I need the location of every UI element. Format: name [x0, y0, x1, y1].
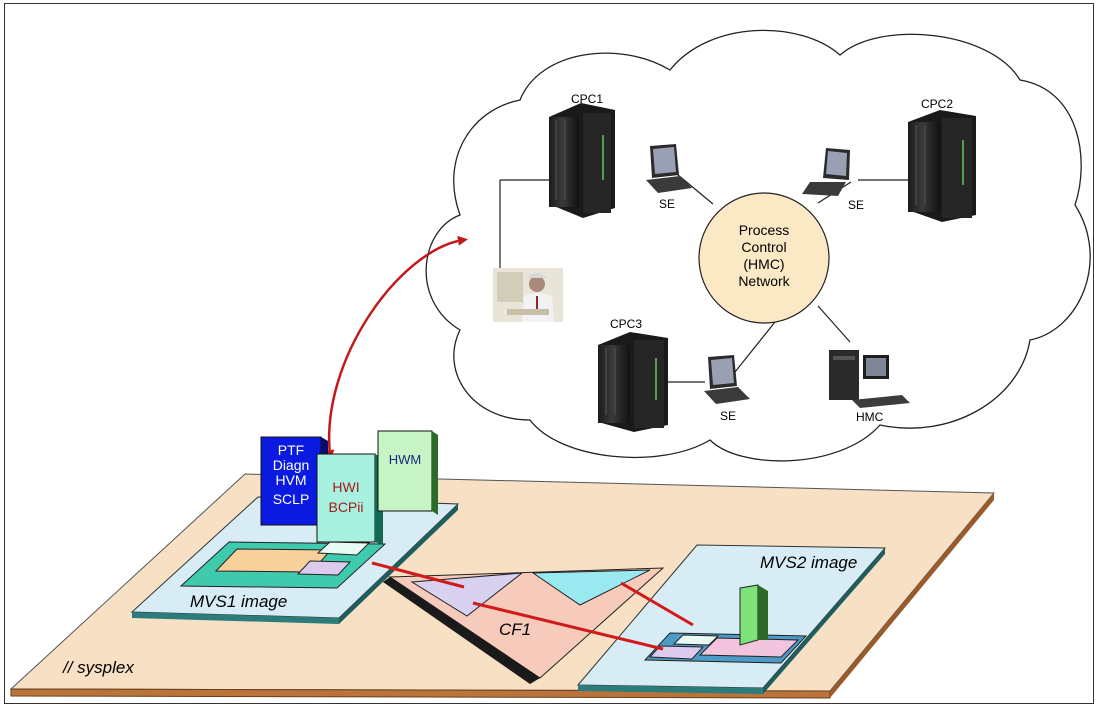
- hwi-block-label: HWI BCPii: [328, 479, 364, 515]
- hwi-cloud-arrow: [324, 235, 468, 460]
- network-links: [499, 169, 908, 383]
- cf-links: [371, 561, 694, 651]
- se3-laptop-icon: [704, 355, 750, 404]
- mvs2-image-label: MVS2 image: [760, 553, 858, 572]
- hmc-desktop-icon: [829, 350, 910, 408]
- se2-label: SE: [848, 198, 865, 212]
- hwm-block: [377, 430, 438, 515]
- cpc2-server-icon: [908, 110, 976, 222]
- mvs1-image-label: MVS1 image: [190, 592, 288, 611]
- hwm-block-label: HWM: [388, 452, 422, 467]
- cf1-coupling-facility: [383, 567, 665, 684]
- cpc1-label: CPC1: [571, 92, 604, 106]
- cpc1-server-icon: [549, 103, 615, 218]
- cpc3-server-icon: [598, 332, 668, 432]
- network-label: Process Control (HMC) Network: [738, 222, 790, 289]
- cf1-label: CF1: [499, 620, 532, 639]
- se1-laptop-icon: [646, 144, 692, 193]
- cpc3-label: CPC3: [610, 317, 643, 331]
- mvs2-green-box: [739, 584, 768, 646]
- hmc-network-node: [698, 192, 830, 324]
- operator-person-icon: [493, 268, 563, 322]
- cpc2-label: CPC2: [921, 97, 954, 111]
- sysplex-label: // sysplex: [63, 658, 134, 677]
- ptf-block-label: PTF Diagn HVM SCLP: [272, 442, 310, 507]
- se3-label: SE: [720, 409, 737, 423]
- hmc-label: HMC: [856, 410, 884, 424]
- se2-laptop-icon: [802, 148, 850, 196]
- se1-label: SE: [659, 197, 676, 211]
